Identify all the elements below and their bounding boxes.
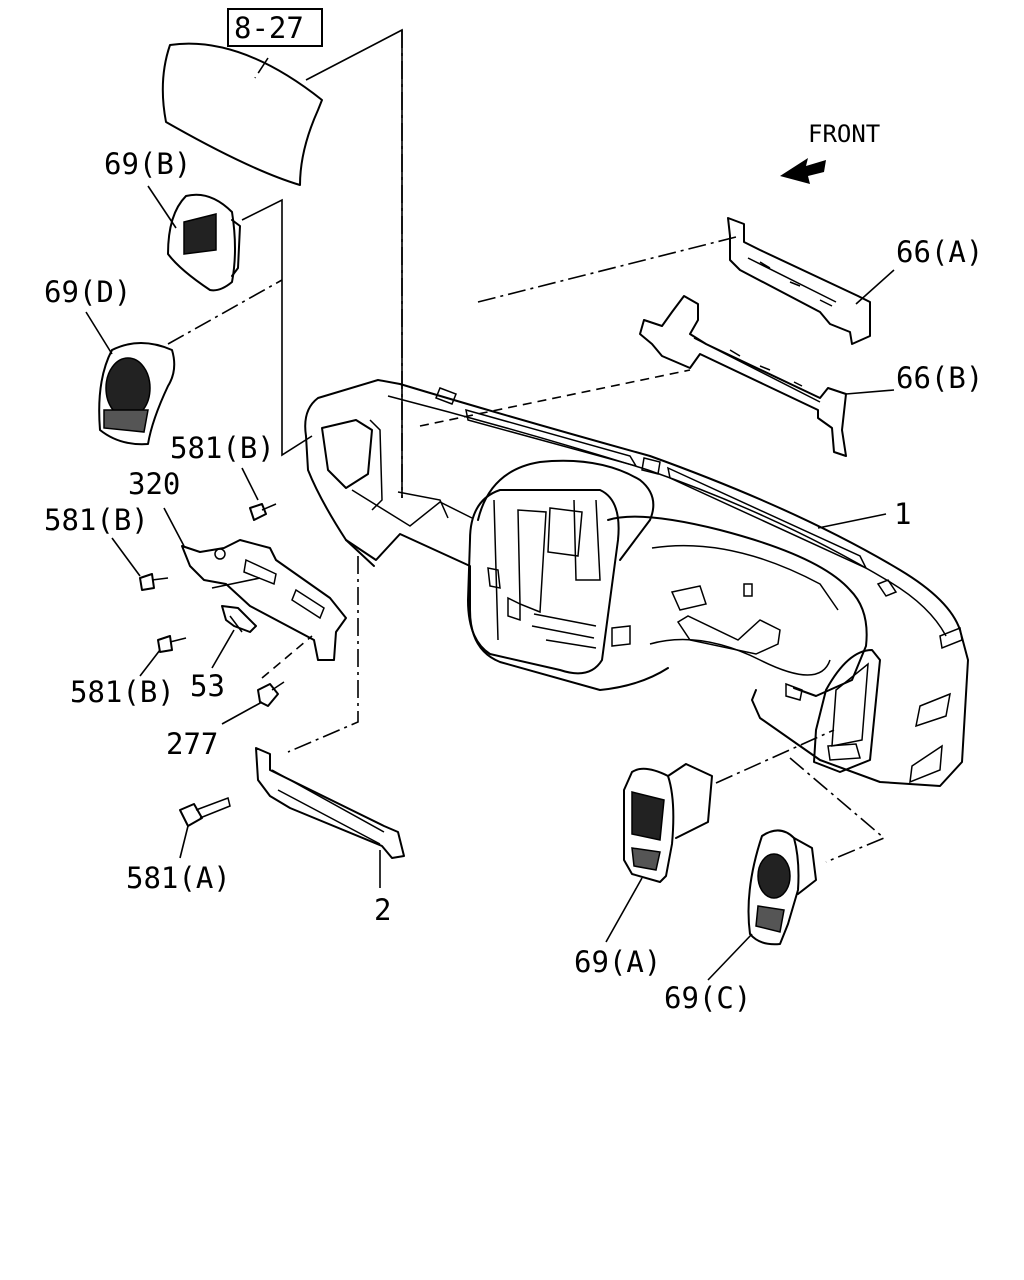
vent-69a[interactable] [623,763,713,883]
label-1[interactable]: 1 [894,497,911,531]
trim-panel [161,42,323,186]
label-69a[interactable]: 69(A) [574,945,661,979]
instrument-panel[interactable] [304,379,969,787]
bracket-320[interactable] [181,539,347,661]
label-66b[interactable]: 66(B) [896,361,983,395]
assembly-lines [167,28,886,863]
front-arrow-icon [780,158,826,184]
label-277[interactable]: 277 [166,727,218,761]
vent-69d[interactable] [98,342,176,446]
vent-69c[interactable] [747,829,817,946]
vent-69b[interactable] [167,193,241,292]
reference-box-label: 8-27 [234,11,304,45]
label-69d[interactable]: 69(D) [44,275,131,309]
label-66a[interactable]: 66(A) [896,235,983,269]
label-581b-left[interactable]: 581(B) [44,503,149,537]
bracket-66a[interactable] [727,217,871,345]
clip-53[interactable] [221,605,257,633]
label-2[interactable]: 2 [374,893,391,927]
label-581b-upper[interactable]: 581(B) [170,431,275,465]
label-69c[interactable]: 69(C) [664,981,751,1015]
bracket-2[interactable] [255,747,405,859]
label-69b[interactable]: 69(B) [104,147,191,181]
bolt-581a[interactable] [179,797,231,827]
label-320[interactable]: 320 [128,467,180,501]
screw-581b-left[interactable] [139,573,169,591]
label-581a[interactable]: 581(A) [126,861,231,895]
front-indicator: FRONT [780,120,880,184]
front-label: FRONT [808,120,880,148]
reference-box[interactable]: 8-27 [227,8,323,47]
screw-581b-lower[interactable] [157,635,187,653]
label-53[interactable]: 53 [190,669,225,703]
bracket-66b[interactable] [639,295,847,457]
screw-581b-upper[interactable] [249,503,277,521]
label-581b-lower[interactable]: 581(B) [70,675,175,709]
clip-277[interactable] [257,681,285,707]
